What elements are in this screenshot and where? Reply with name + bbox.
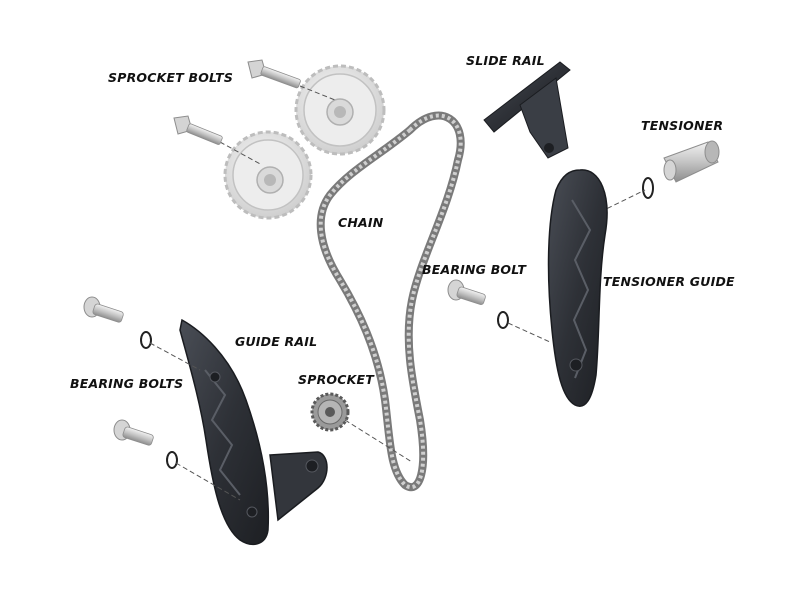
tensioner-guide-bearing-bolt — [447, 279, 551, 343]
guide-rail-bearing-bolt-lower — [113, 419, 241, 501]
tensioner-guide — [547, 169, 608, 407]
label-bearing-bolts: BEARING BOLTS — [70, 376, 184, 391]
tensioner — [599, 140, 720, 213]
label-slide-rail: SLIDE RAIL — [466, 53, 545, 68]
guide-rail — [179, 318, 328, 546]
label-guide-rail: GUIDE RAIL — [235, 334, 318, 349]
sprocket-bolt-lower — [173, 115, 263, 166]
guide-rail-bearing-bolt-upper — [83, 296, 201, 371]
label-tensioner-guide: TENSIONER GUIDE — [603, 274, 735, 289]
sprocket-bolt-upper — [247, 59, 336, 101]
chain — [316, 111, 465, 491]
label-sprocket-bolts: SPROCKET BOLTS — [108, 70, 234, 85]
label-tensioner: TENSIONER — [641, 118, 724, 133]
crank-sprocket — [310, 392, 413, 463]
camshaft-sprocket-front — [223, 130, 313, 220]
label-bearing-bolt: BEARING BOLT — [422, 262, 527, 277]
label-chain: CHAIN — [338, 215, 384, 230]
camshaft-sprocket-rear — [294, 64, 386, 156]
label-sprocket: SPROCKET — [298, 372, 374, 387]
slide-rail — [483, 61, 571, 159]
